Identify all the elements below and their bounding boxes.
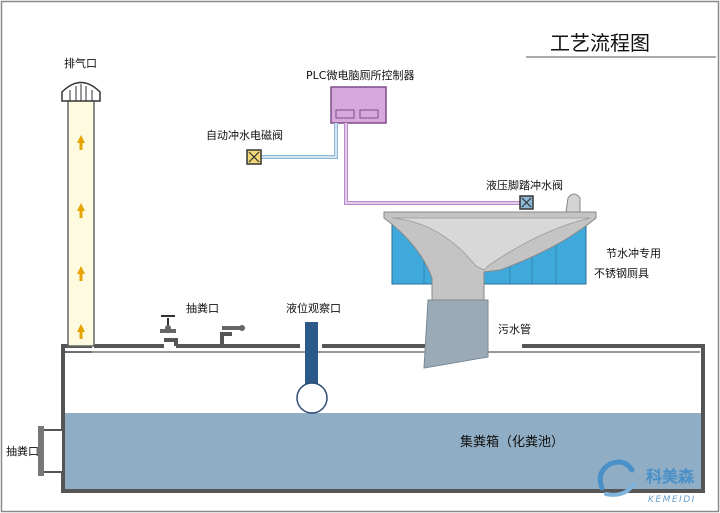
up-arrow-icon	[77, 324, 85, 339]
side-pump-label: 抽粪口	[6, 444, 39, 458]
up-arrow-icon	[77, 266, 85, 281]
top-pump-label: 抽粪口	[186, 301, 219, 315]
float-ball-icon	[296, 382, 328, 414]
top-pump-lid	[222, 325, 245, 331]
exhaust-cap-icon	[61, 81, 101, 102]
float-stem	[305, 322, 318, 388]
pedal-valve-pipe-inner	[345, 123, 520, 204]
sewage-pipe-label: 污水管	[498, 322, 531, 336]
pedal-valve-icon	[519, 195, 534, 210]
toilet-label-line1: 节水冲专用	[606, 246, 661, 260]
controller-label: PLC微电脑厕所控制器	[306, 68, 414, 82]
svg-text:科美森: 科美森	[646, 467, 695, 486]
solenoid-label: 自动冲水电磁阀	[206, 128, 283, 142]
solenoid-pipe-inner	[260, 123, 337, 158]
exhaust-label: 排气口	[64, 56, 97, 70]
up-arrow-icon	[77, 203, 85, 218]
pedal-valve-label: 液压脚踏冲水阀	[486, 178, 563, 192]
tank-label: 集粪箱（化粪池）	[460, 434, 564, 450]
diagram-title: 工艺流程图	[550, 31, 650, 55]
exhaust-flow-arrows	[77, 135, 85, 339]
company-logo: 科美森 KEMEIDI	[597, 459, 696, 505]
tap-valve-icon	[160, 315, 176, 333]
tank-water	[63, 413, 703, 491]
sewage-pipe	[423, 299, 489, 369]
svg-text:KEMEIDI: KEMEIDI	[648, 495, 696, 505]
level-port-label: 液位观察口	[286, 301, 341, 315]
toilet-bowl	[383, 193, 597, 301]
side-pump-port	[38, 426, 64, 476]
toilet-label-line2: 不锈钢厕具	[594, 267, 649, 280]
plc-controller	[330, 86, 387, 124]
up-arrow-icon	[77, 135, 85, 150]
solenoid-valve-icon	[246, 149, 262, 165]
